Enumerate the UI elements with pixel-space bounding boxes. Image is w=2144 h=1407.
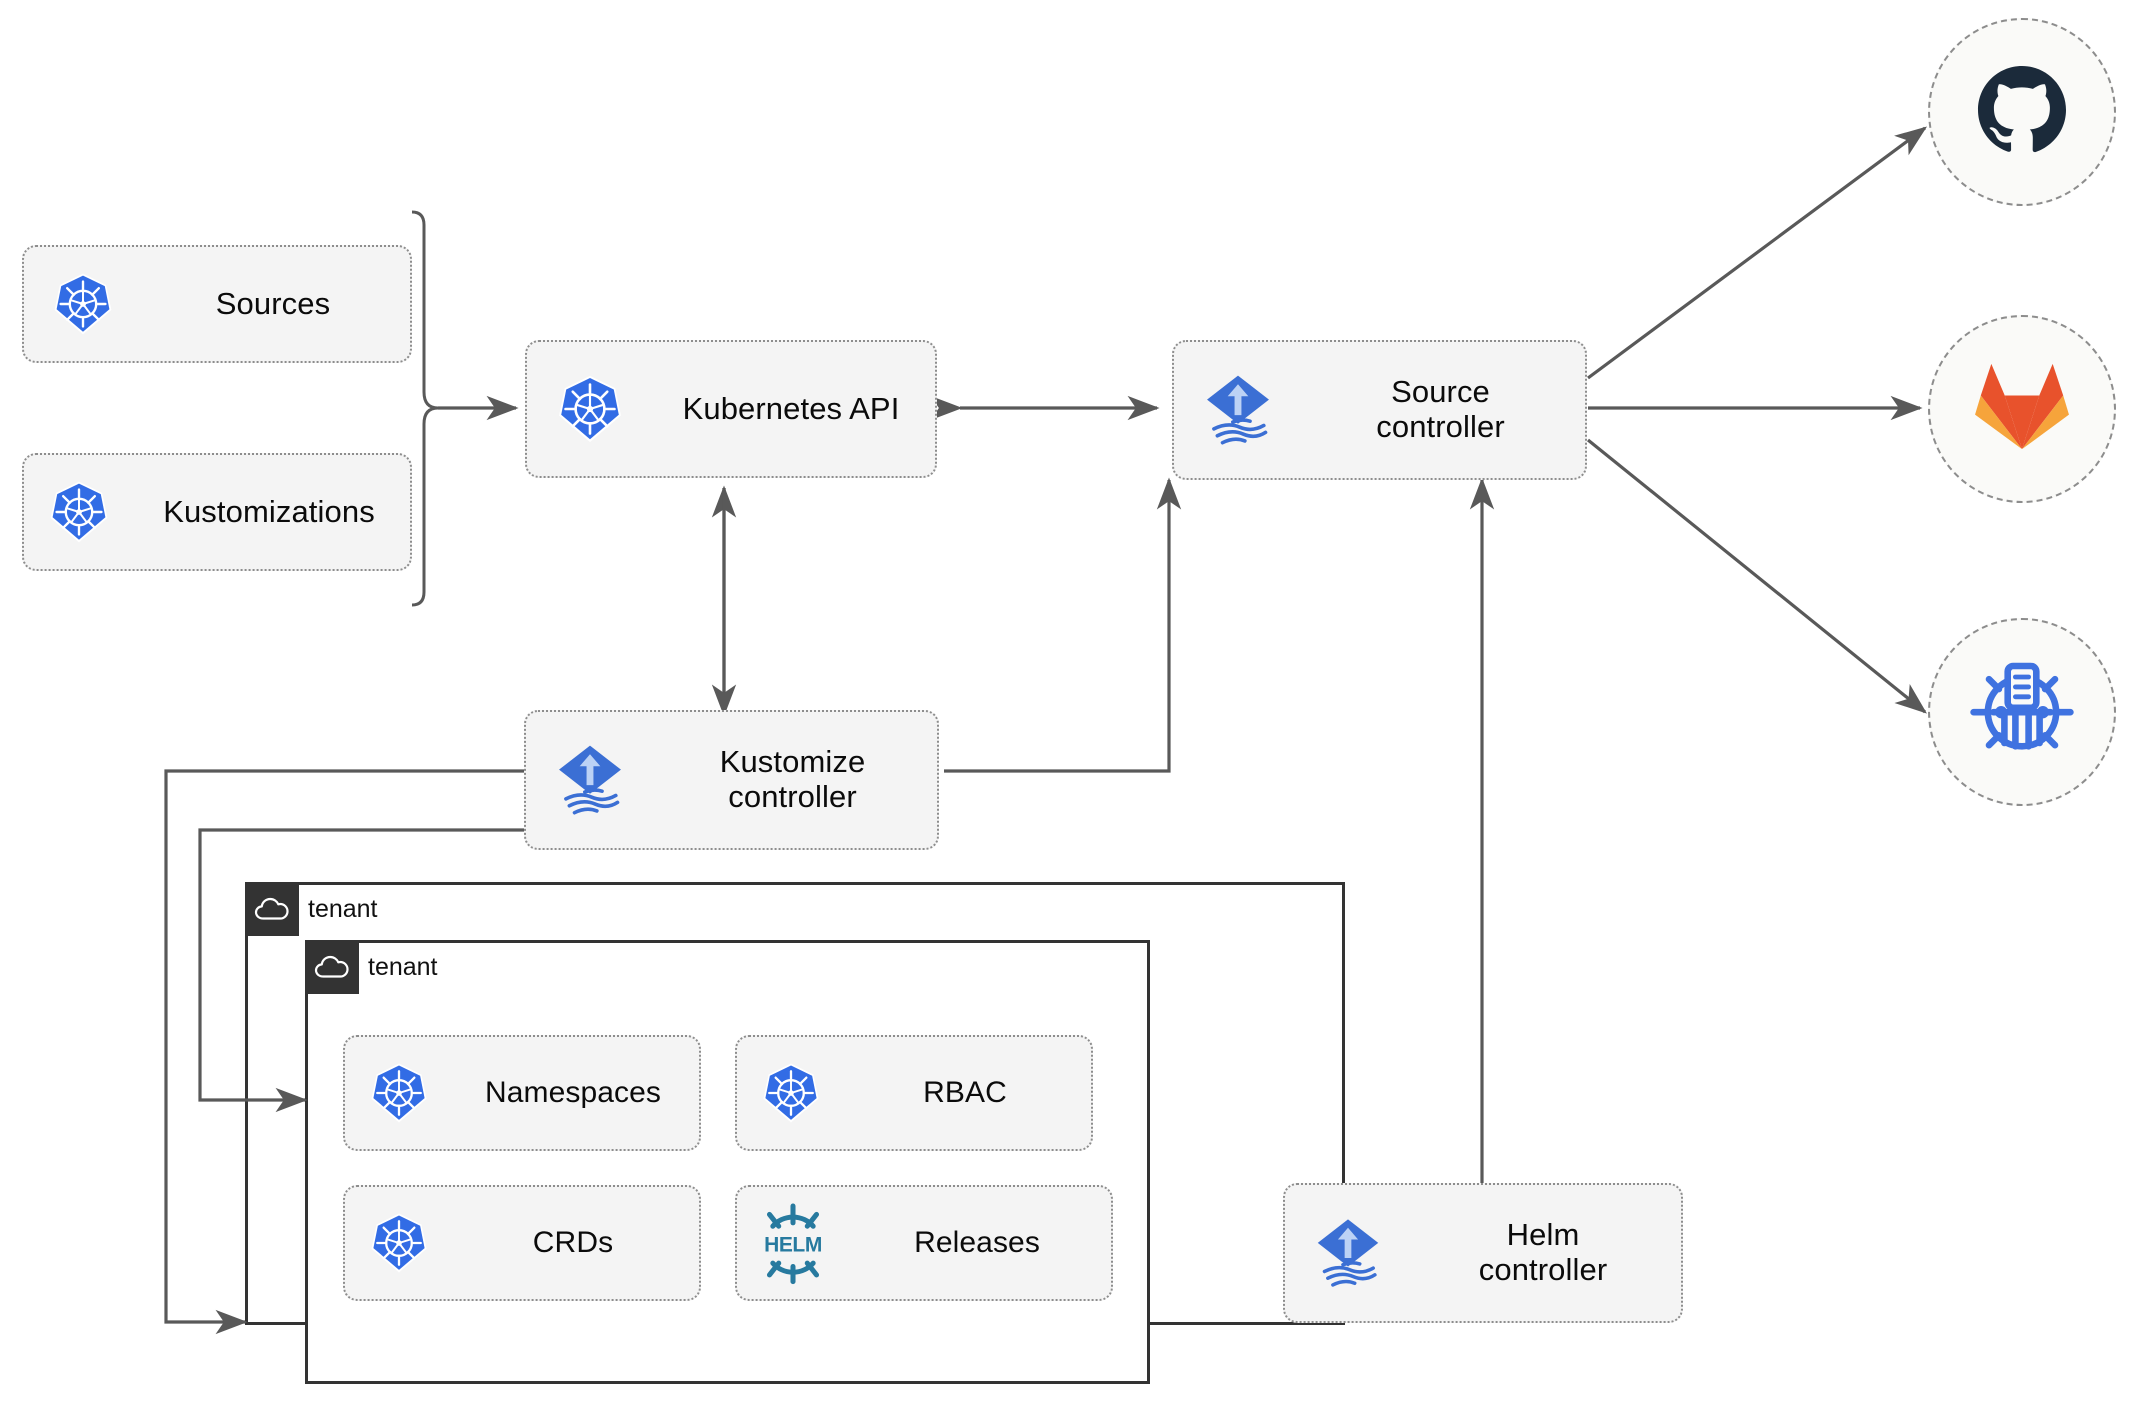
repo-gitlab[interactable]: [1928, 315, 2116, 503]
node-rbac[interactable]: RBAC: [735, 1035, 1093, 1151]
repo-github[interactable]: [1928, 18, 2116, 206]
node-label: Kustomize controller: [719, 744, 866, 814]
tenant-label-inner: tenant: [368, 952, 438, 981]
kubernetes-icon: [345, 1211, 453, 1275]
node-releases[interactable]: HELM Releases: [735, 1185, 1113, 1301]
node-source-controller[interactable]: Source controller: [1172, 340, 1587, 480]
node-label: CRDs: [532, 1226, 614, 1260]
node-kustomize-controller[interactable]: Kustomize controller: [524, 710, 939, 850]
repo-helm-repository[interactable]: [1928, 618, 2116, 806]
helm-icon: HELM: [737, 1201, 849, 1285]
node-label: Source controller: [1376, 374, 1505, 444]
node-namespaces[interactable]: Namespaces: [343, 1035, 701, 1151]
svg-text:HELM: HELM: [764, 1233, 822, 1256]
github-icon: [1972, 60, 2072, 165]
flux-icon: [1285, 1211, 1411, 1295]
node-label: Sources: [215, 285, 331, 321]
gitlab-icon: [1974, 361, 2070, 458]
node-helm-controller[interactable]: Helm controller: [1283, 1183, 1683, 1323]
kubernetes-icon: [24, 479, 134, 545]
flux-icon: [526, 737, 654, 823]
cloud-icon: [305, 940, 359, 994]
node-label: RBAC: [923, 1076, 1007, 1110]
node-label: Kubernetes API: [682, 390, 900, 426]
kubernetes-icon: [24, 271, 142, 337]
node-label: Namespaces: [484, 1076, 662, 1110]
kubernetes-icon: [345, 1061, 453, 1125]
tenant-group-inner: tenant: [305, 940, 1150, 1384]
tenant-label-outer: tenant: [308, 894, 378, 923]
node-crds[interactable]: CRDs: [343, 1185, 701, 1301]
cloud-icon: [245, 882, 299, 936]
node-label: Helm controller: [1478, 1217, 1608, 1287]
flux-icon: [1174, 367, 1302, 453]
tenant-tab-outer: [245, 882, 299, 936]
node-label: Releases: [914, 1226, 1040, 1260]
helm-repository-icon: [1967, 655, 2077, 770]
node-sources[interactable]: Sources: [22, 245, 412, 363]
node-label: Kustomizations: [163, 493, 375, 529]
node-kustomizations[interactable]: Kustomizations: [22, 453, 412, 571]
tenant-tab-inner: [305, 940, 359, 994]
kubernetes-icon: [527, 373, 653, 445]
kubernetes-icon: [737, 1061, 845, 1125]
node-kubernetes-api[interactable]: Kubernetes API: [525, 340, 937, 478]
